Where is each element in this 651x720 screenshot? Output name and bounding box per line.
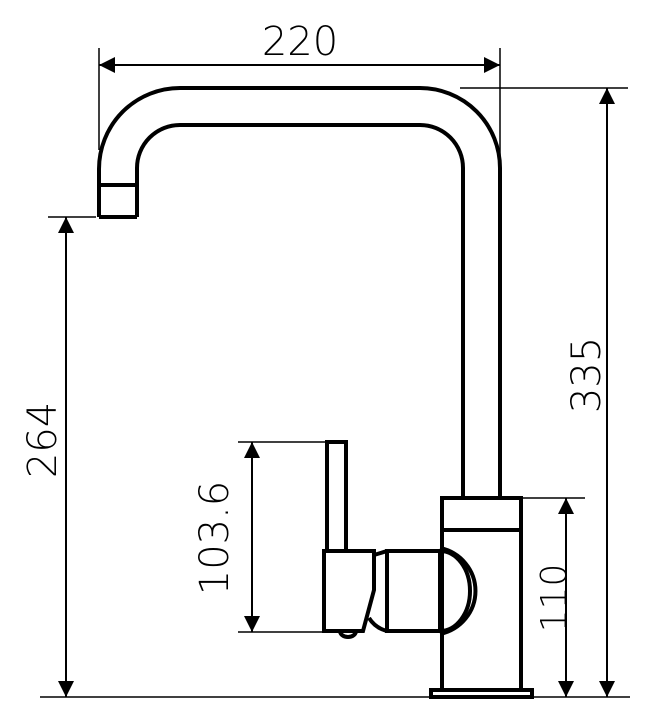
- dimension-body-height-label: 110: [534, 564, 575, 633]
- dimension-width: 220: [98, 19, 501, 160]
- dimension-spout-height-label: 264: [20, 402, 66, 478]
- handle-lever: [325, 440, 348, 553]
- dimension-body-height: 110: [521, 497, 585, 697]
- dimension-total-height: 335: [460, 87, 628, 697]
- base-plate: [429, 688, 534, 699]
- spout-outer: [97, 86, 502, 498]
- handle-screw: [338, 630, 358, 639]
- faucet-outline: [97, 86, 534, 699]
- cartridge-housing: [385, 549, 442, 633]
- dimension-spout-height: 264: [20, 216, 96, 697]
- dimension-width-label: 220: [262, 19, 338, 65]
- faucet-body: [440, 496, 523, 692]
- dimension-total-height-label: 335: [564, 337, 610, 413]
- dimension-handle-height-label: 103.6: [192, 481, 238, 596]
- handle-block: [322, 549, 376, 633]
- dimension-handle-height: 103.6: [192, 441, 330, 633]
- dome-inner: [439, 549, 472, 633]
- spout-inner: [135, 123, 465, 498]
